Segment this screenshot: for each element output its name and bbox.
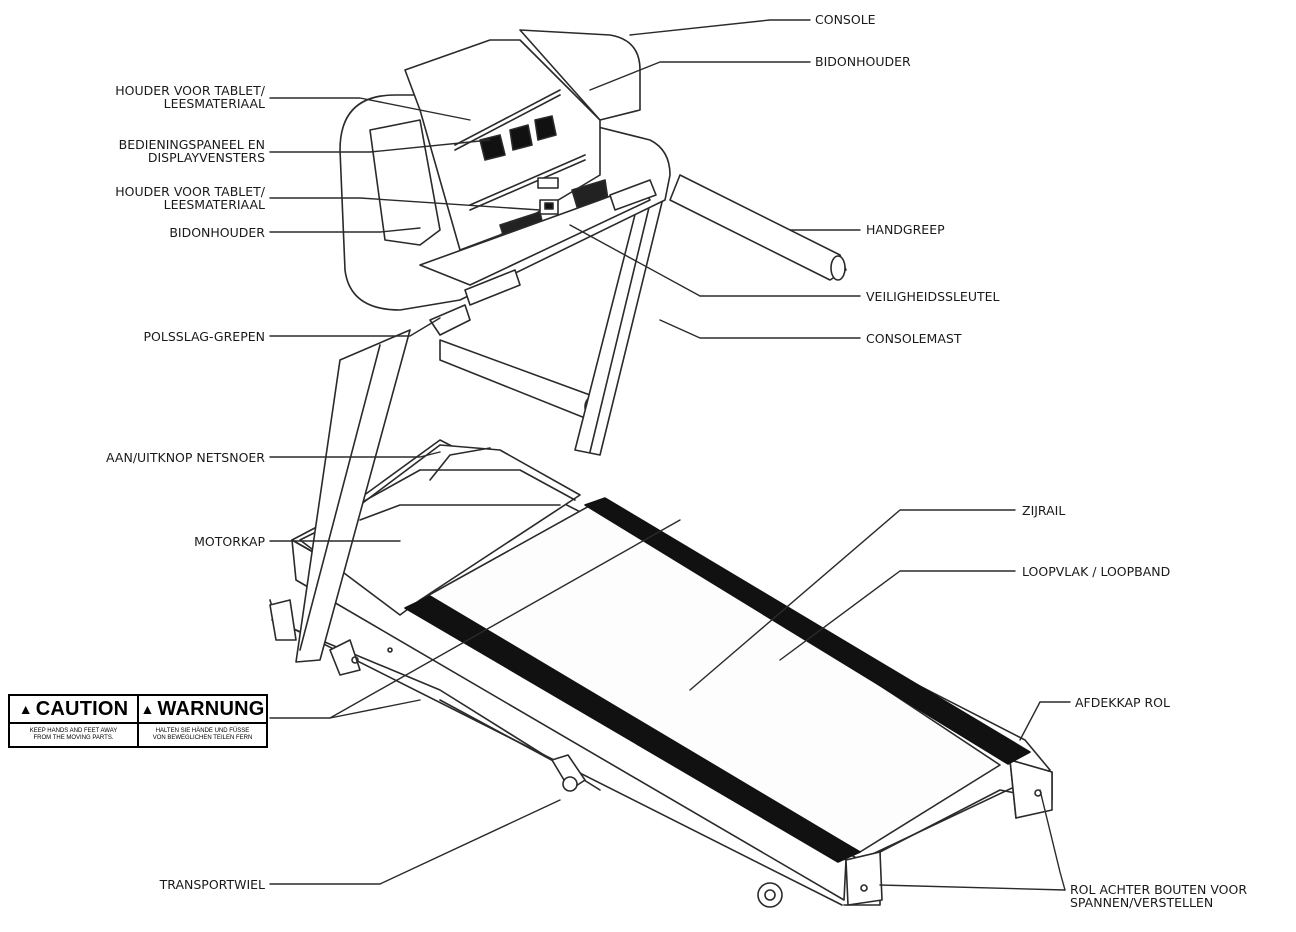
caution-title: CAUTION: [35, 697, 129, 720]
label-console: CONSOLE: [815, 12, 876, 27]
treadmill-base: [269, 339, 1053, 908]
console-uprights: [295, 189, 666, 663]
label-deck-belt: LOOPVLAK / LOOPBAND: [1022, 564, 1171, 579]
label-side-rail: ZIJRAIL: [1022, 503, 1066, 518]
warnung-text-line: VON BEWEGLICHEN TEILEN FERN: [152, 735, 253, 741]
label-handlebar: HANDGREEP: [866, 222, 945, 237]
label-bottle-holder-left: BIDONHOUDER: [169, 225, 265, 240]
label-rear-roller-bolts: ROL ACHTER BOUTEN VOOR SPANNEN/VERSTELLE…: [1070, 882, 1248, 910]
label-bottle-holder-top: BIDONHOUDER: [815, 54, 911, 69]
warnung-panel: ▲ WARNUNG HALTEN SIE HÄNDE UND FÜSSE VON…: [137, 696, 266, 746]
warning-sticker: ▲ CAUTION KEEP HANDS AND FEET AWAY FROM …: [8, 694, 268, 748]
caution-text-line: FROM THE MOVING PARTS.: [33, 735, 114, 741]
caution-text-line: KEEP HANDS AND FEET AWAY: [29, 728, 118, 734]
label-power-switch: AAN/UITKNOP NETSNOER: [106, 450, 265, 465]
label-control-panel: BEDIENINGSPANEEL EN DISPLAYVENSTERS: [118, 137, 265, 165]
caution-panel: ▲ CAUTION KEEP HANDS AND FEET AWAY FROM …: [10, 696, 137, 746]
label-roller-cap: AFDEKKAP ROL: [1075, 695, 1170, 710]
label-motor-hood: MOTORKAP: [194, 534, 265, 549]
warning-triangle-icon: ▲: [140, 701, 155, 717]
leader-lines: [269, 19, 1071, 891]
label-transport-wheel: TRANSPORTWIEL: [159, 877, 265, 892]
console: [339, 29, 847, 336]
warnung-text-line: HALTEN SIE HÄNDE UND FÜSSE: [155, 728, 250, 734]
label-console-mast: CONSOLEMAST: [866, 331, 962, 346]
side-rails: [404, 497, 1031, 863]
warnung-title: WARNUNG: [157, 697, 265, 720]
label-pulse-grips: POLSSLAG-GREPEN: [143, 329, 265, 344]
label-tablet-holder-2: HOUDER VOOR TABLET/ LEESMATERIAAL: [115, 184, 265, 212]
warning-triangle-icon: ▲: [18, 701, 33, 717]
label-tablet-holder-1: HOUDER VOOR TABLET/ LEESMATERIAAL: [115, 83, 265, 111]
label-safety-key: VEILIGHEIDSSLEUTEL: [866, 289, 1000, 304]
